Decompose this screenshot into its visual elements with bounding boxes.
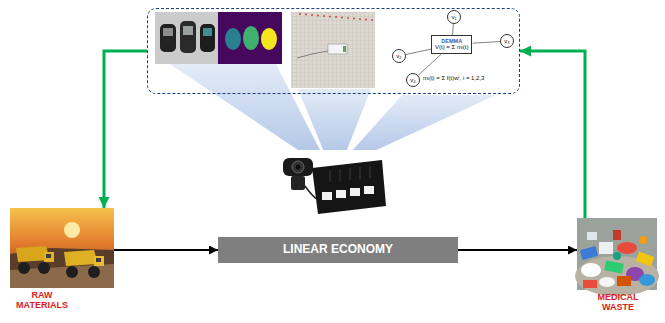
node-label: LINEAR ECONOMY — [283, 243, 393, 257]
dashed-group: v₁ v₂ DEMMAV(t) = Σ mᵢ(t) v₃ v₄ — [147, 8, 520, 94]
node-label: DEMMA — [435, 38, 468, 44]
node-label: v₄ — [410, 77, 415, 83]
raw-materials-node: RAW MATERIALS — [10, 208, 114, 311]
vertex-circle: v₂ — [392, 49, 406, 63]
flow-arrow — [104, 51, 147, 208]
grid-photo — [291, 12, 375, 88]
graph-link — [406, 49, 431, 54]
node-body: V(t) = Σ mᵢ(t) — [435, 44, 468, 51]
flow-arrow — [114, 249, 218, 251]
vertex-circle: v₃ — [500, 34, 514, 48]
node-label: v₁ — [451, 14, 456, 20]
vertex-circle: v₄ — [406, 73, 420, 87]
segmentation-photo — [155, 12, 282, 64]
process-bar: LINEAR ECONOMY — [218, 237, 458, 263]
flow-arrow — [520, 51, 585, 218]
graph-link — [452, 24, 454, 35]
model-box: DEMMAV(t) = Σ mᵢ(t) — [431, 35, 472, 54]
waste-photo — [575, 218, 659, 296]
camera-board-photo — [278, 150, 388, 228]
graph-link — [473, 42, 501, 44]
flow-arrow — [458, 249, 577, 251]
mining-photo — [10, 208, 114, 288]
vertex-circle: v₁ — [447, 10, 461, 24]
medical-waste-node: MEDICAL WASTE — [577, 218, 657, 313]
graph-link — [418, 54, 441, 75]
formula-text: mᵢ(t) = Σ f(t)wⁱ, i = 1,2,3 — [423, 75, 484, 82]
node-label: v₂ — [396, 53, 401, 59]
node-label: v₃ — [504, 38, 509, 44]
node-label: MEDICAL WASTE — [586, 292, 650, 313]
node-label: RAW MATERIALS — [10, 290, 74, 311]
formula-panel — [385, 11, 517, 92]
